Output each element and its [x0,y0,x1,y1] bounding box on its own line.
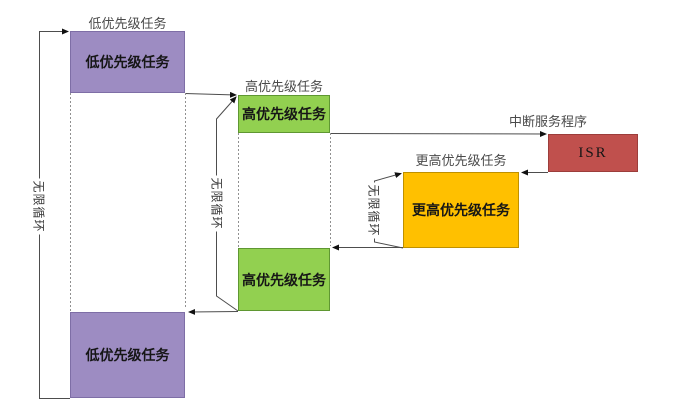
box-label: 低优先级任务 [85,56,170,71]
box-label: 更高优先级任务 [412,204,510,219]
infinite-loop-label-high: 无限循环 [208,175,224,232]
infinite-loop-label-low: 无限循环 [30,178,46,235]
box-label: ISR [578,144,608,161]
isr-box: ISR [548,134,638,172]
box-label: 高优先级任务 [242,273,326,289]
caption-low-priority: 低优先级任务 [88,16,167,31]
connector-high-to-low [188,308,239,315]
connector-low-to-high [184,91,237,98]
box-label: 低优先级任务 [85,349,170,364]
high-priority-task-box-top: 高优先级任务 [238,95,330,133]
higher-priority-task-box: 更高优先级任务 [403,172,519,248]
connector-high-to-isr [329,130,547,137]
high-priority-task-box-bottom: 高优先级任务 [238,248,330,311]
low-priority-task-box-top: 低优先级任务 [70,31,185,93]
low-priority-task-box-bottom: 低优先级任务 [70,312,185,398]
caption-higher-priority: 更高优先级任务 [415,153,507,168]
infinite-loop-label-higher: 无限循环 [365,182,381,239]
caption-isr: 中断服务程序 [508,114,587,129]
caption-high-priority: 高优先级任务 [244,79,323,94]
box-label: 高优先级任务 [242,108,326,123]
